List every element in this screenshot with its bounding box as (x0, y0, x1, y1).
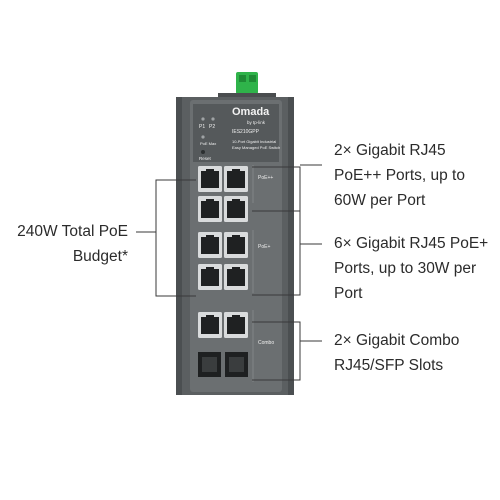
led-poe-max (201, 135, 205, 139)
callout-lines (136, 164, 322, 381)
callout-poe-plus-plus-line3: 60W per Port (334, 192, 426, 209)
rj45-port (224, 166, 248, 192)
callout-poe-plus-line2: Ports, up to 30W per (334, 260, 477, 277)
callout-poe-plus-line1: 6× Gigabit RJ45 PoE+ (334, 235, 489, 252)
callout-poe-budget-line1: 240W Total PoE (17, 223, 128, 240)
power-terminal-block (236, 72, 258, 94)
brand-logo: Omada (232, 106, 270, 118)
callout-poe-budget-line2: Budget* (72, 248, 128, 265)
group-poe-plus: PoE+ (258, 244, 271, 250)
rj45-port (224, 232, 248, 258)
group-poe-plus-plus: PoE++ (258, 175, 274, 181)
callout-poe-plus-plus-line2: PoE++ Ports, up to (334, 167, 465, 184)
callout-poe-budget: 240W Total PoE Budget* (17, 219, 128, 269)
model-label: IES210GPP (232, 129, 259, 135)
sfp-slots (198, 352, 248, 377)
reset-label: Reset (199, 156, 211, 161)
callout-poe-plus-plus: 2× Gigabit RJ45 PoE++ Ports, up to 60W p… (334, 138, 465, 213)
brand-sub: by tp-link (247, 120, 266, 125)
callout-combo-line1: 2× Gigabit Combo (334, 332, 460, 349)
desc-line-1: 10-Port Gigabit Industrial (232, 139, 277, 144)
rj45-port (198, 312, 222, 338)
rj45-port (198, 166, 222, 192)
rj45-port (198, 232, 222, 258)
led-poe-max-label: PoE Max (200, 141, 217, 146)
callout-poe-plus: 6× Gigabit RJ45 PoE+ Ports, up to 30W pe… (334, 231, 488, 306)
rj45-port (224, 196, 248, 222)
led-p1-label: P1 (199, 124, 206, 130)
callout-poe-plus-plus-line1: 2× Gigabit RJ45 (334, 142, 446, 159)
rj45-port (198, 264, 222, 290)
led-p2 (211, 117, 215, 121)
rj45-ports (198, 166, 248, 338)
led-p2-label: P2 (209, 124, 216, 130)
rj45-port (224, 264, 248, 290)
callout-combo: 2× Gigabit Combo RJ45/SFP Slots (334, 328, 459, 378)
led-p1 (201, 117, 205, 121)
reset-pinhole (201, 150, 205, 154)
din-rail (218, 93, 276, 99)
callout-poe-plus-line3: Port (334, 285, 363, 302)
callout-combo-line2: RJ45/SFP Slots (334, 357, 444, 374)
rj45-port (198, 196, 222, 222)
rj45-port (224, 312, 248, 338)
group-combo: Combo (258, 340, 275, 346)
desc-line-2: Easy Managed PoE Switch (232, 145, 281, 150)
